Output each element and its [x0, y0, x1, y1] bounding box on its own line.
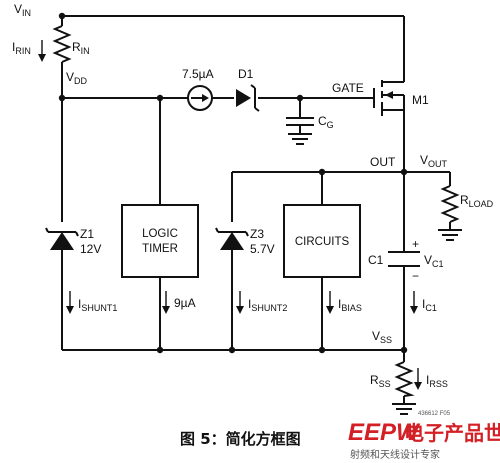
d1-diode-icon — [236, 84, 260, 112]
vc1-label: VC1 — [424, 253, 444, 269]
ishunt2-label: ISHUNT2 — [248, 297, 287, 313]
source-current-label: 7.5µA — [182, 67, 214, 81]
out-label: OUT — [370, 155, 396, 169]
current-source-icon — [187, 85, 213, 111]
timer-label: TIMER — [142, 243, 178, 255]
logic-label: LOGIC — [142, 228, 178, 240]
rss-resistor-icon — [392, 361, 416, 415]
z1-label: Z1 — [80, 227, 94, 241]
watermark-brand: 电子产品世界 — [404, 421, 500, 445]
cg-label: CG — [318, 114, 334, 130]
irss-label: IRSS — [426, 373, 448, 389]
rload-label: RLOAD — [460, 193, 494, 209]
vout-label: VOUT — [420, 153, 448, 169]
m1-mosfet-icon — [373, 78, 405, 116]
vss-label: VSS — [372, 329, 392, 345]
rload-resistor-icon — [438, 185, 462, 241]
c1-label: C1 — [368, 253, 384, 267]
circuits-block — [283, 204, 361, 278]
watermark-logo: EEPW — [348, 419, 421, 446]
rin-resistor — [52, 25, 72, 63]
m1-label: M1 — [412, 93, 429, 107]
z1-zener-icon — [45, 227, 79, 250]
logic-timer-block — [121, 204, 199, 278]
ishunt1-label: ISHUNT1 — [78, 297, 117, 313]
ic1-label: IC1 — [422, 297, 437, 313]
vin-label: VIN — [14, 2, 31, 18]
rin-label: RIN — [72, 40, 90, 56]
z1-voltage-label: 12V — [80, 242, 101, 256]
logic-current-label: 9µA — [174, 296, 196, 310]
eepw-watermark: EEPW 电子产品世界 射频和天线设计专家 — [348, 419, 500, 461]
irin-label: IRIN — [12, 40, 31, 56]
current-arrows — [38, 40, 422, 390]
z3-zener-icon — [215, 227, 249, 250]
z3-label: Z3 — [250, 227, 264, 241]
d1-label: D1 — [238, 67, 254, 81]
figure-caption: 图 5：简化方框图 — [180, 430, 301, 448]
cg-capacitor-icon — [286, 117, 314, 145]
part-number: 436612 F05 — [418, 411, 451, 417]
wires — [61, 15, 451, 404]
c1-capacitor-icon — [388, 251, 420, 267]
circuits-label: CIRCUITS — [295, 236, 350, 248]
ibias-label: IBIAS — [338, 297, 362, 313]
c1-plus-label: + — [412, 237, 419, 251]
c1-minus-label: − — [412, 269, 419, 283]
watermark-slogan: 射频和天线设计专家 — [350, 448, 440, 461]
junction-dots — [58, 12, 408, 354]
rss-label: RSS — [370, 373, 391, 389]
gate-label: GATE — [332, 81, 364, 95]
z3-voltage-label: 5.7V — [250, 242, 275, 256]
vdd-label: VDD — [66, 70, 88, 86]
